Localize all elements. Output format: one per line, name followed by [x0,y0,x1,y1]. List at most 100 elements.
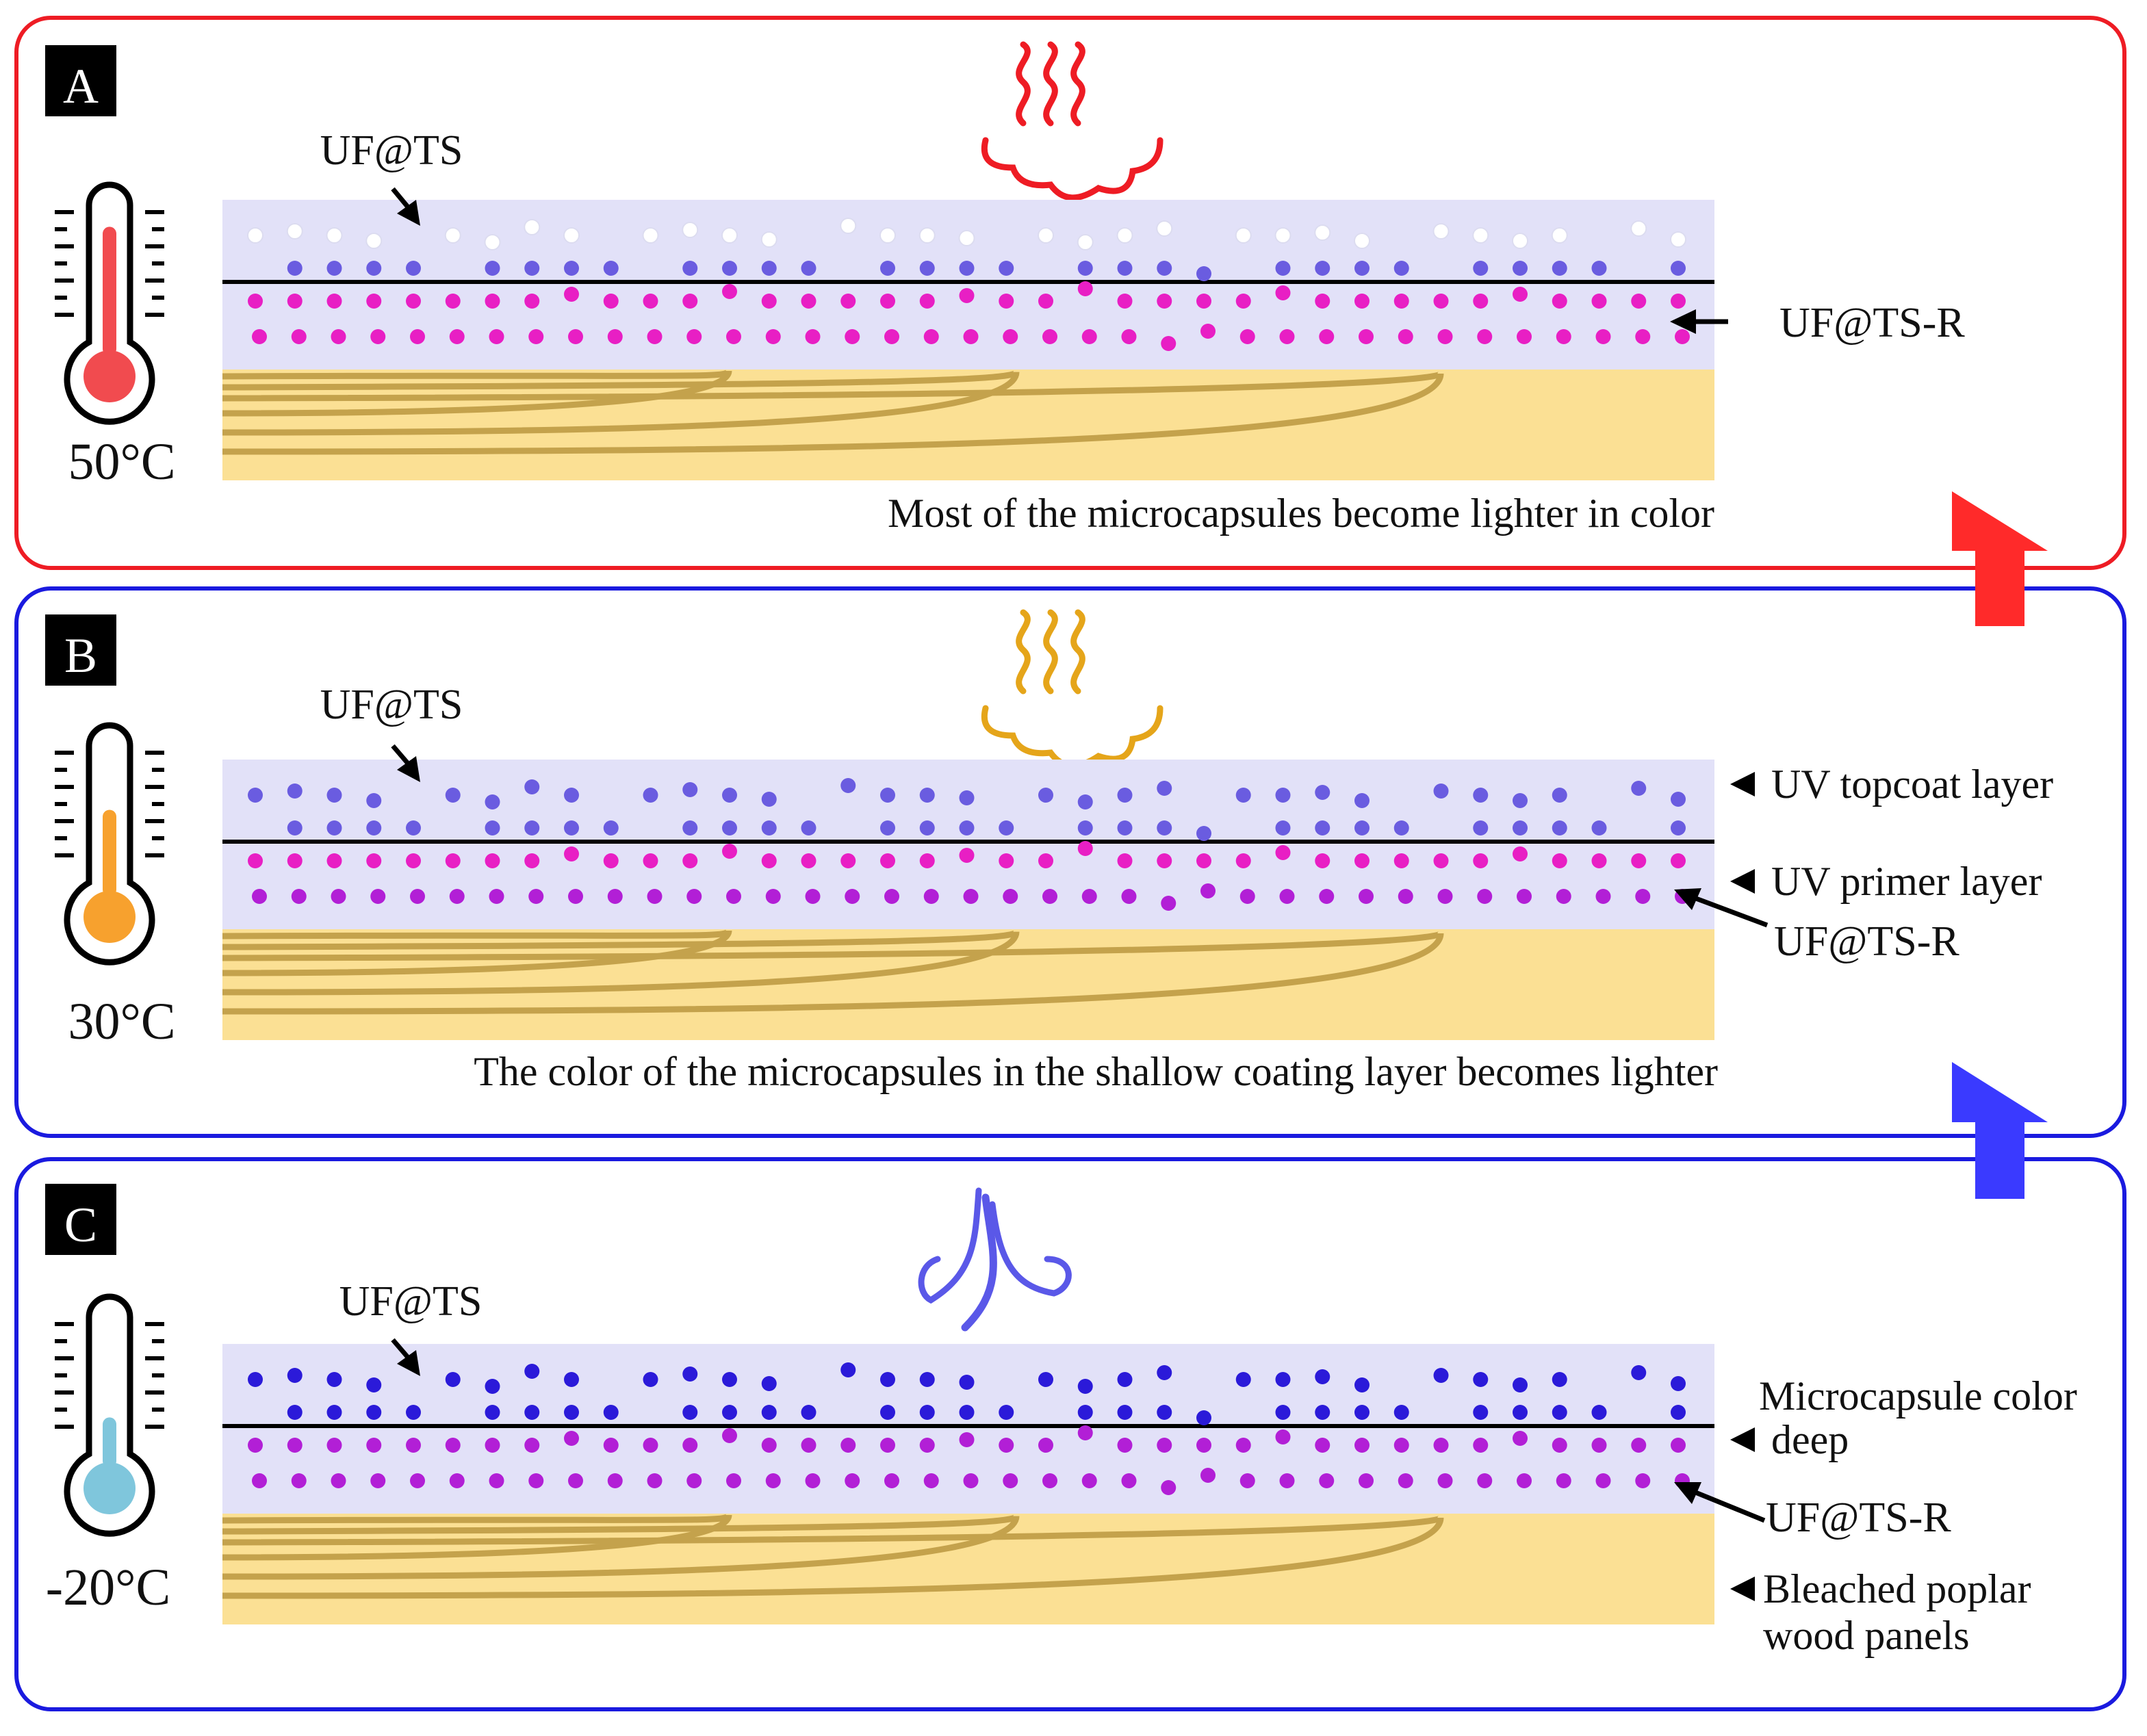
microcapsule-particle [489,329,504,344]
microcapsule-particle [1631,1438,1647,1453]
microcapsule-particle [880,261,895,276]
microcapsule-particle [1354,1438,1370,1453]
microcapsule-particle [1591,294,1607,309]
microcapsule-particle [1631,853,1647,868]
microcapsule-particle [801,1438,817,1453]
microcapsule-particle [248,294,263,309]
microcapsule-particle [1671,1376,1686,1391]
microcapsule-particle [1042,329,1057,344]
panel-c-color-label: Microcapsule color [1759,1373,2077,1418]
microcapsule-particle [682,222,699,238]
microcapsule-particle [1315,1438,1330,1453]
microcapsule-particle [1042,889,1057,904]
microcapsule-particle [840,853,856,868]
cloud-base [981,137,1164,201]
microcapsule-particle [1398,329,1413,344]
panel-c-layers [222,1344,1714,1624]
microcapsule-particle [880,853,895,868]
microcapsule-particle [1200,1468,1216,1483]
microcapsule-particle [326,261,342,276]
microcapsule-particle [1038,227,1054,244]
microcapsule-particle [1315,261,1330,276]
microcapsule-particle [682,1366,698,1382]
microcapsule-particle [603,820,619,835]
microcapsule-particle [1081,889,1097,904]
microcapsule-particle [1635,329,1651,344]
microcapsule-particle [722,844,737,859]
microcapsule-particle [999,820,1014,835]
panel-c-letter: C [64,1197,97,1252]
heat-wave-icon [981,41,1164,201]
microcapsule-particle [1595,889,1611,904]
microcapsule-particle [1591,1438,1607,1453]
microcapsule-particle [291,889,307,904]
microcapsule-particle [1275,1429,1291,1444]
microcapsule-particle [923,329,939,344]
microcapsule-particle [1239,329,1255,344]
microcapsule-particle [1433,783,1449,799]
microcapsule-particle [1117,1405,1133,1420]
microcapsule-particle [326,820,342,835]
microcapsule-particle [1513,846,1528,861]
microcapsule-particle [1117,1372,1133,1387]
microcapsule-particle [564,1372,579,1387]
microcapsule-particle [801,1405,817,1420]
microcapsule-particle [765,329,781,344]
microcapsule-particle [1117,1438,1133,1453]
microcapsule-particle [840,294,856,309]
microcapsule-particle [326,853,342,868]
microcapsule-particle [607,889,623,904]
microcapsule-particle [1398,889,1413,904]
microcapsule-particle [524,779,540,794]
steam-wave [1043,41,1058,127]
microcapsule-particle [1077,234,1094,250]
microcapsule-particle [326,1372,342,1387]
microcapsule-particle [1157,820,1172,835]
microcapsule-particle [959,261,975,276]
microcapsule-particle [722,1372,737,1387]
microcapsule-particle [840,218,857,234]
microcapsule-particle [880,1405,895,1420]
microcapsule-particle [1393,1405,1409,1420]
heat-wave-icon [981,609,1164,769]
microcapsule-particle [1157,781,1172,796]
microcapsule-particle [1077,1379,1093,1394]
thermometer-fill [103,226,116,356]
microcapsule-particle [248,1438,263,1453]
microcapsule-particle [726,329,741,344]
microcapsule-particle [1354,1405,1370,1420]
microcapsule-particle [1517,889,1532,904]
microcapsule-particle [1319,1473,1335,1488]
microcapsule-particle [880,1438,895,1453]
microcapsule-particle [1196,294,1211,309]
microcapsule-particle [682,1405,698,1420]
microcapsule-particle [291,1473,307,1488]
microcapsule-particle [603,1405,619,1420]
microcapsule-particle [726,1473,741,1488]
microcapsule-particle [923,1473,939,1488]
microcapsule-particle [1359,1473,1374,1488]
microcapsule-particle [959,820,975,835]
microcapsule-particle [1121,329,1137,344]
panel-c-tsr-label: UF@TS-R [1766,1494,1951,1541]
microcapsule-particle [1196,853,1211,868]
microcapsule-particle [1595,1473,1611,1488]
panel-b-ts-label: UF@TS [320,682,463,728]
microcapsule-particle [1121,889,1137,904]
microcapsule-particle [1635,889,1651,904]
microcapsule-particle [643,1438,658,1453]
microcapsule-particle [1156,220,1173,237]
tsr-pointer-arrow [1674,1482,1766,1523]
microcapsule-particle [1157,1405,1172,1420]
microcapsule-particle [999,1405,1014,1420]
microcapsule-particle [445,1438,461,1453]
microcapsule-particle [485,794,500,809]
panel-c-ts-label: UF@TS [339,1278,483,1325]
microcapsule-particle [919,1372,935,1387]
microcapsule-particle [331,1473,346,1488]
panel-b-tsr-label: UF@TS-R [1774,918,1959,965]
microcapsule-particle [1314,224,1331,241]
microcapsule-particle [287,783,303,799]
microcapsule-particle [1354,820,1370,835]
microcapsule-particle [1279,329,1295,344]
